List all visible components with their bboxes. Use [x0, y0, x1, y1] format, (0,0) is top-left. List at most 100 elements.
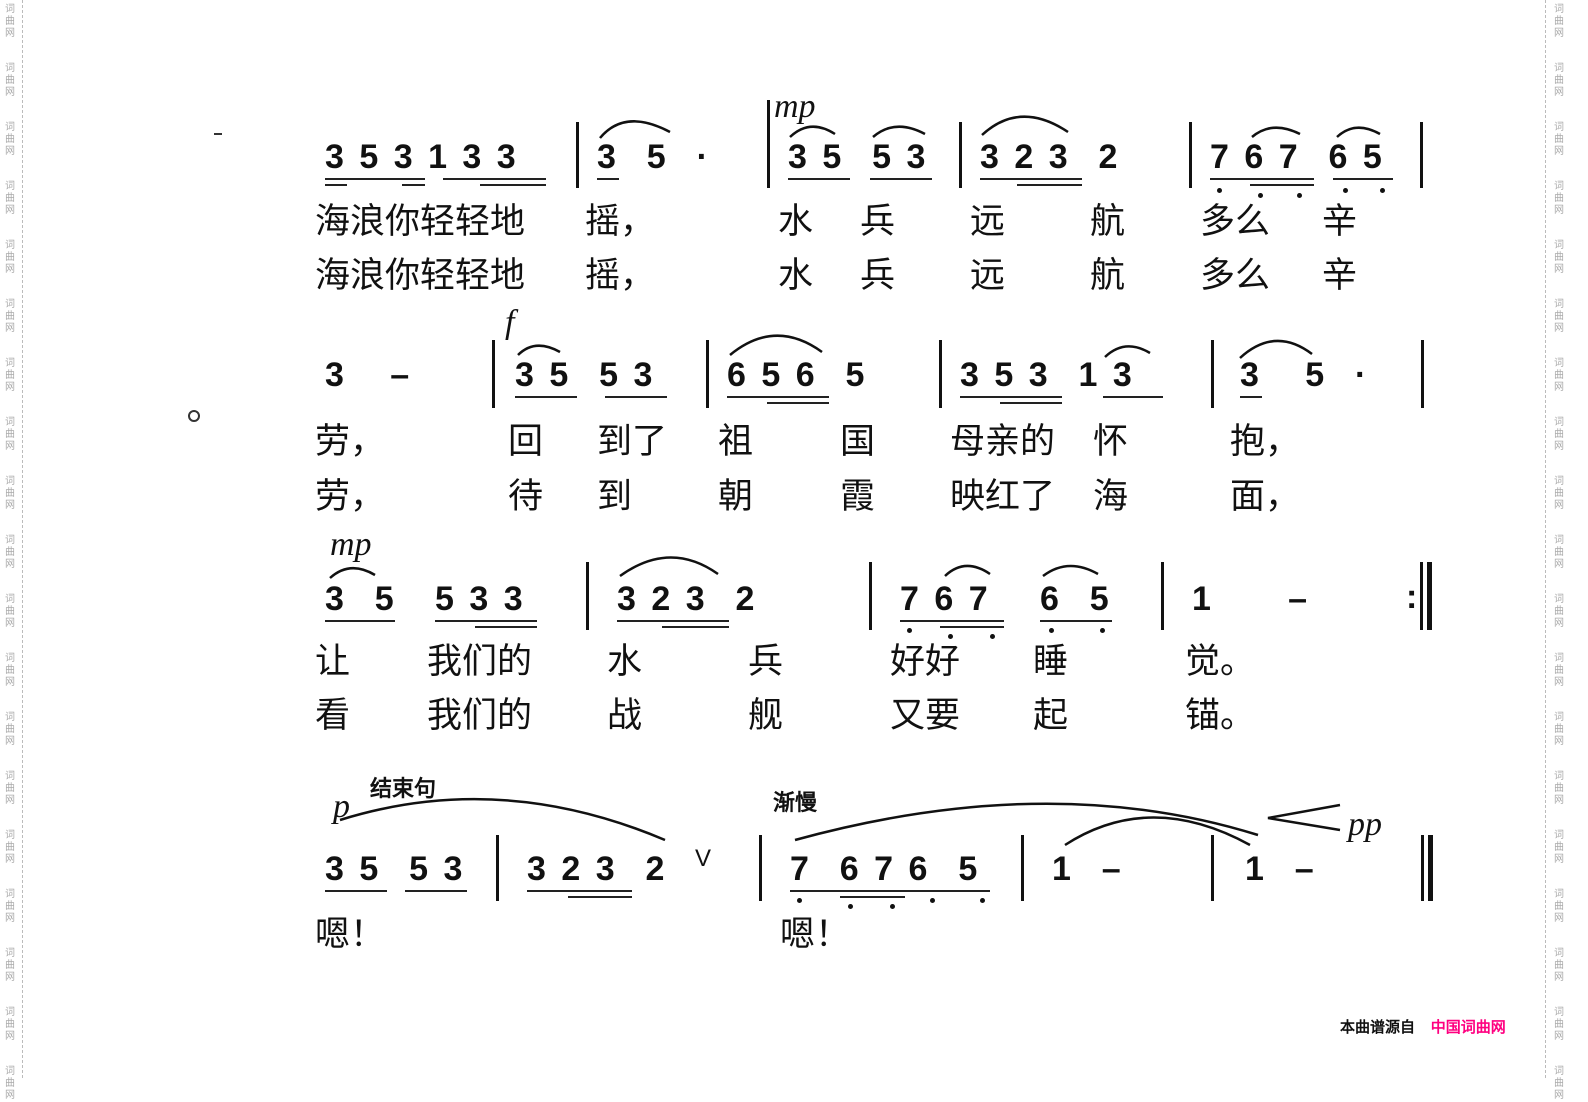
underline	[1250, 184, 1314, 186]
watermark-text: 词曲网	[5, 535, 15, 570]
source-label: 本曲谱源自	[1340, 1018, 1416, 1036]
lyric: 到了	[597, 422, 668, 462]
underline	[1000, 402, 1062, 404]
measure: 3 2 3 2	[527, 850, 665, 888]
underline	[568, 896, 632, 898]
measure: 7 6 7	[900, 580, 988, 618]
lyric: 睡	[1033, 642, 1069, 682]
watermark-text: 词曲网	[5, 830, 15, 865]
low-octave-dot	[980, 898, 985, 903]
decrescendo-hairpin	[1267, 803, 1341, 832]
watermark-text: 词曲网	[1554, 594, 1564, 629]
measure: 6 5	[1040, 580, 1109, 618]
low-octave-dot	[1100, 628, 1105, 633]
watermark-text: 词曲网	[1554, 358, 1564, 393]
low-octave-dot	[1343, 188, 1348, 193]
measure: 5 3 3	[435, 580, 523, 618]
underline	[515, 396, 577, 398]
dynamic-mp: mp	[330, 526, 372, 563]
underline	[980, 178, 1082, 180]
underline	[788, 178, 850, 180]
lyric: 我们的	[427, 696, 533, 736]
measure: 3 –	[325, 356, 410, 394]
watermark-text: 词曲网	[5, 771, 15, 806]
low-octave-dot	[907, 628, 912, 633]
low-octave-dot	[990, 634, 995, 639]
lyric: 兵	[860, 202, 896, 242]
watermark-text: 词曲网	[1554, 948, 1564, 983]
slurs-layer	[329, 115, 1381, 847]
lyric: 水	[607, 642, 643, 682]
dynamic-p: p	[333, 788, 350, 825]
underline	[1333, 178, 1393, 180]
underline	[900, 620, 1004, 622]
watermark-text: 词曲网	[1554, 712, 1564, 747]
lyric: 嗯！	[315, 915, 386, 955]
underline	[870, 178, 932, 180]
lyric: 母亲的	[950, 422, 1056, 462]
watermark-text: 词曲网	[5, 122, 15, 157]
lyric: 海	[1093, 477, 1129, 517]
lyric: 航	[1090, 202, 1126, 242]
lyric: 远	[970, 256, 1006, 296]
underline	[1103, 396, 1163, 398]
low-octave-dot	[848, 904, 853, 909]
watermark-text: 词曲网	[5, 476, 15, 511]
site-name-link[interactable]: 中国词曲网	[1430, 1018, 1506, 1036]
underline	[325, 620, 395, 622]
measure: 3 2 3 2	[617, 580, 755, 618]
watermark-text: 词曲网	[5, 417, 15, 452]
watermark-text: 词曲网	[5, 594, 15, 629]
measure: 3 2 3 2	[980, 138, 1118, 176]
slur	[1104, 345, 1151, 358]
watermark-text: 词曲网	[1554, 771, 1564, 806]
measure: 7 6 7 6 5	[790, 850, 978, 888]
lyric: 战	[607, 696, 643, 736]
lyric: 锚。	[1185, 696, 1256, 736]
low-octave-dot	[1217, 188, 1222, 193]
underline	[1017, 184, 1082, 186]
lyric: 映红了	[950, 477, 1056, 517]
lyric: 抱，	[1230, 422, 1301, 462]
watermark-text: 词曲网	[1554, 535, 1564, 570]
slur	[794, 802, 1259, 842]
underline	[475, 626, 537, 628]
barline	[767, 100, 770, 188]
measure: 6 5 6 5	[727, 356, 865, 394]
barline	[1420, 562, 1423, 630]
measure: 3 5 ·	[597, 138, 708, 176]
underline	[597, 178, 619, 180]
slur	[981, 115, 1069, 136]
dynamic-pp: pp	[1348, 806, 1382, 843]
low-octave-dot	[1049, 628, 1054, 633]
slur	[1251, 126, 1301, 138]
lyric: 兵	[860, 256, 896, 296]
watermark-text: 词曲网	[5, 63, 15, 98]
slur	[1042, 564, 1099, 578]
lyric: 兵	[748, 642, 784, 682]
lyric: 起	[1033, 696, 1069, 736]
slur	[517, 344, 561, 356]
lyric: 摇，	[585, 202, 656, 242]
lyric: 航	[1090, 256, 1126, 296]
source-footer: 本曲谱源自 中国词曲网	[1340, 1016, 1506, 1037]
dynamic-mp: mp	[774, 88, 816, 125]
underline	[325, 178, 425, 180]
measure: 1 –	[1192, 580, 1308, 618]
underline	[1240, 396, 1262, 398]
lyric: 怀	[1093, 422, 1129, 462]
underline	[840, 896, 905, 898]
slur	[944, 564, 991, 577]
underline	[405, 890, 467, 892]
underline	[940, 626, 1004, 628]
underline	[662, 626, 729, 628]
lyric: 到	[597, 477, 633, 517]
measure: 3 5 3 1 3	[960, 356, 1132, 394]
lyric: 面，	[1230, 477, 1301, 517]
underline	[325, 184, 347, 186]
underline	[443, 178, 546, 180]
final-barline	[1427, 562, 1432, 630]
watermark-text: 词曲网	[5, 4, 15, 39]
low-octave-dot	[1380, 188, 1385, 193]
measure: 3 5 5 3	[515, 356, 653, 394]
